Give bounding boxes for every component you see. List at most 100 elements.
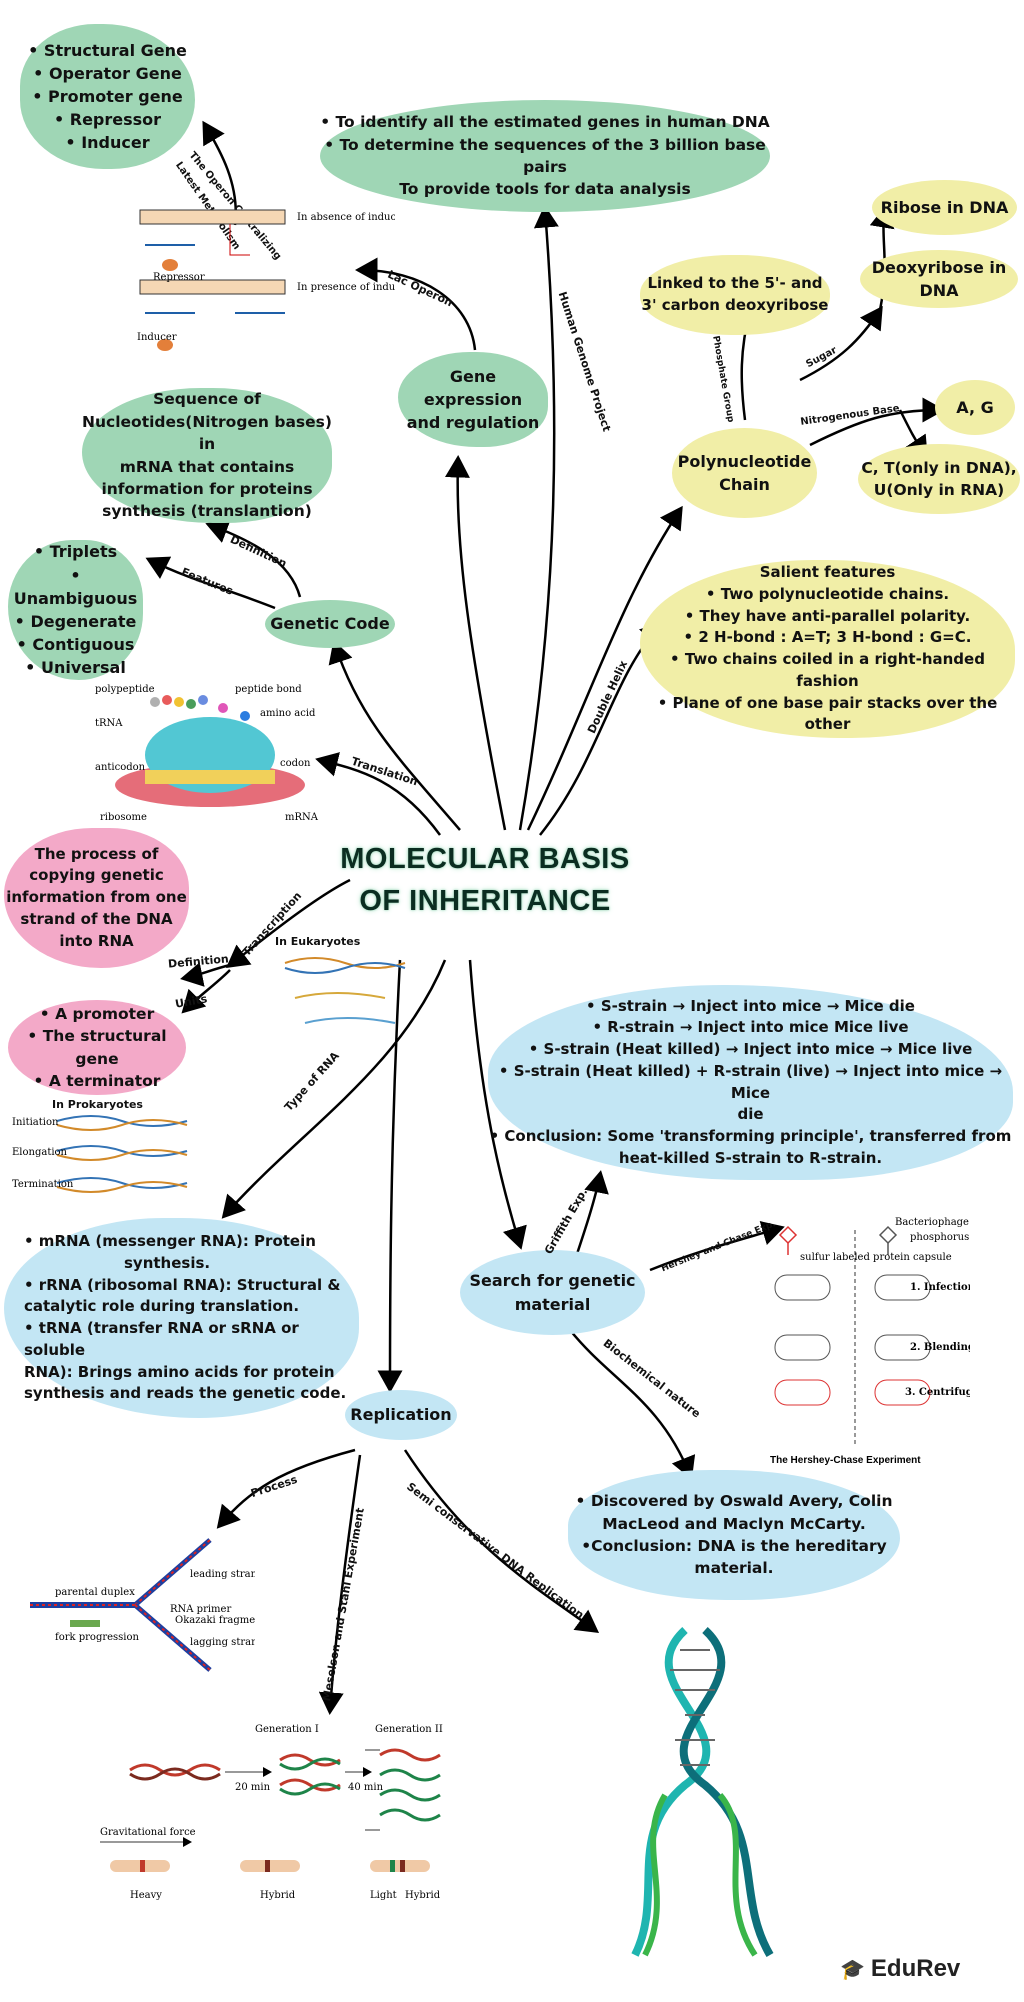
repressor-label: Repressor [153,272,205,283]
fork-label: leading strand [190,1569,255,1580]
gene-expression-line: Gene expression [423,366,523,409]
polynucleotide-line: Polynucleotide [677,451,812,471]
operon-absence-label: In absence of inducer [297,212,395,223]
list-item: • A promoter [39,1004,155,1023]
list-item: • Structural Gene [28,40,187,60]
edge-biochemical [569,1329,696,1480]
translation-label: tRNA [95,718,123,729]
rna-line: • mRNA (messenger RNA): Protein [24,1232,316,1250]
hershey-label: Bacteriophage [895,1217,969,1228]
edge-process [216,1448,356,1529]
gene-expression-bubble: Gene expression and regulation [398,352,548,447]
list-item: • Unambiguous [13,565,138,608]
list-item: • Repressor [53,110,162,130]
rna-line: • tRNA (transfer RNA or sRNA or soluble [24,1319,299,1359]
meselson-label: Heavy [130,1890,162,1901]
avery-line: • Discovered by Oswald Avery, Colin [575,1492,893,1511]
meselson-label: Hybrid [405,1890,441,1901]
genetic-code-text: Genetic Code [270,614,390,634]
bases-ag-text: A, G [956,397,994,417]
list-item: • Promoter gene [32,86,183,106]
gene-expression-line: and regulation [406,413,540,433]
edge-features [145,556,276,610]
edge-codon-def [205,519,302,598]
edge-nitrogen [809,397,945,447]
griffith-line: heat-killed S-strain to R-strain. [618,1148,883,1167]
title-line-1: MOLECULAR BASIS [340,843,630,875]
meselson-label: 40 min [348,1782,384,1793]
ribose-bubble: Ribose in DNA [872,180,1017,235]
linked-line: Linked to the 5'- and [647,274,823,293]
prokaryotes-label: In Prokaryotes [52,1098,143,1111]
linked-line: 3' carbon deoxyribose [641,296,829,314]
operon-presence-label: In presence of inducer [297,282,395,293]
hershey-label: sulfur labeled protein capsule [800,1252,952,1263]
page-title: MOLECULAR BASIS OF INHERITANCE [340,838,630,922]
list-item: • To determine the sequences of the 3 bi… [324,135,766,176]
translation-label: amino acid [260,708,316,719]
transcription-def-line: information from one [6,888,187,907]
meselson-label: Generation II [375,1724,443,1735]
search-line: material [514,1294,591,1314]
brand-logo: 🎓 EduRev [840,1955,960,1983]
codon-def-line: synthesis (translantion) [102,502,312,521]
griffith-line: • S-strain (Heat killed) → Inject into m… [528,1040,973,1058]
hershey-label: phosphorus labeled DNA core [910,1232,970,1243]
edge-sugar [799,305,883,382]
brand-name: EduRev [870,1955,961,1982]
edge-transcription [226,878,351,969]
fork-label: RNA primer [170,1604,231,1615]
transcription-units-bubble: • A promoter • The structural gene • A t… [8,1000,186,1095]
rna-line: RNA): Brings amino acids for protein [24,1362,335,1381]
list-item: • The structural gene [27,1027,167,1068]
list-item: • Contiguous [16,635,135,655]
edge-hershey [649,1221,785,1272]
griffith-line: • S-strain → Inject into mice → Mice die [586,996,915,1015]
eukaryotes-label: In Eukaryotes [275,935,361,948]
search-line: Search for genetic [469,1271,636,1291]
edge-translation [315,752,442,836]
bases-ctu-bubble: C, T(only in DNA), U(Only in RNA) [858,444,1020,514]
codon-def-line: mRNA that contains [119,457,295,476]
linked-bubble: Linked to the 5'- and 3' carbon deoxyrib… [640,255,830,335]
salient-line: • Two chains coiled in a right-handed fa… [670,650,985,690]
transcription-def-line: The process of [34,844,159,863]
griffith-line: die [737,1105,764,1124]
translation-label: codon [280,758,311,769]
list-item: • Operator Gene [33,63,182,83]
list-item: • Universal [25,658,126,678]
list-item: To provide tools for data analysis [399,180,691,199]
griffith-line: • Conclusion: Some 'transforming princip… [489,1127,1012,1145]
translation-label: ribosome [100,812,147,823]
graduation-cap-icon: 🎓 [840,1958,865,1981]
semi-conservative-dna-figure [631,1627,774,1958]
list-item: • Degenerate [14,612,137,631]
eukaryotes-figure: In Eukaryotes [275,935,435,1045]
meselson-label: 20 min [235,1782,271,1793]
translation-label: polypeptide [95,684,155,695]
edge-units [181,969,231,1014]
salient-features-bubble: Salient features • Two polynucleotide ch… [640,560,1015,738]
edge-gene-expression [444,455,507,831]
code-features-bubble: • Triplets • Unambiguous • Degenerate • … [8,540,143,680]
avery-line: MacLeod and Maclyn McCarty. [602,1514,866,1533]
transcription-definition-bubble: The process of copying genetic informati… [4,828,189,968]
list-item: • Inducer [65,133,150,153]
rna-line: • rRNA (ribosomal RNA): Structural & [24,1275,341,1294]
replication-fork-figure: parental duplex fork progression leading… [30,1538,255,1672]
list-item: • To identify all the estimated genes in… [320,113,770,132]
griffith-bubble: • S-strain → Inject into mice → Mice die… [488,985,1013,1180]
prok-stage-label: Elongation [12,1147,68,1158]
griffith-line: • R-strain → Inject into mice Mice live [592,1018,909,1037]
edge-lac-operon [355,257,477,351]
fork-label: parental duplex [55,1587,135,1598]
edge-hgp [518,205,559,831]
prokaryotes-diagram: Initiation Elongation Termination [12,1115,188,1193]
lac-operon-figure: In absence of inducer In presence of ind… [137,209,395,351]
polynucleotide-line: Chain [719,475,770,494]
search-genetic-material-bubble: Search for genetic material [460,1250,645,1335]
meselson-label: Light [370,1890,397,1901]
edge-search [468,959,527,1250]
avery-bubble: • Discovered by Oswald Avery, Colin MacL… [568,1470,900,1600]
codon-def-line: Nucleotides(Nitrogen bases) in [82,412,332,454]
